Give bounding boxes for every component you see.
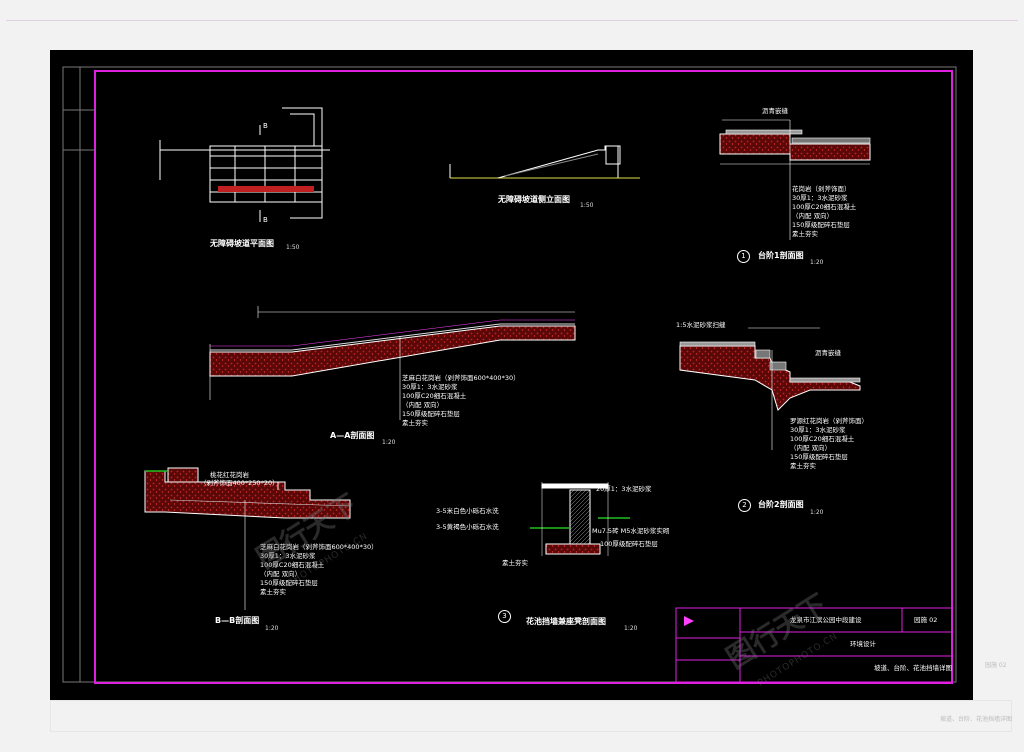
- step1-note-3: 100厚C20细石混凝土: [792, 203, 857, 211]
- planter-left-label-1: 3-5米白色小砾石水洗: [436, 507, 499, 515]
- sectiona-note-5: 150厚级配碎石垫层: [402, 410, 460, 418]
- step2-note-5: 150厚级配碎石垫层: [790, 453, 848, 461]
- step1-number: 1: [737, 250, 750, 263]
- sectionb-note-4: （内配 双向）: [260, 570, 302, 578]
- step2-note-4: （内配 双向）: [790, 444, 832, 452]
- plan-section-mark-top: B: [263, 122, 268, 130]
- section-bb-drawing: [144, 467, 351, 610]
- step1-note-6: 素土夯实: [792, 230, 818, 238]
- step1-note-1: 花岗岩（剁斧饰面）: [792, 185, 851, 193]
- sectiona-note-6: 素土夯实: [402, 419, 428, 427]
- planter-section-drawing: [530, 482, 630, 556]
- planter-title: 花池挡墙兼座凳剖面图: [526, 617, 606, 626]
- titleblock-content: 坡道、台阶、花池挡墙详图: [874, 664, 952, 672]
- plan-scale: 1:50: [286, 244, 300, 251]
- step1-note-2: 30厚1：3水泥砂浆: [792, 194, 848, 202]
- sectiona-title: A—A剖面图: [330, 431, 375, 440]
- sectionb-top-label-1: 桃花红花岗岩: [210, 471, 249, 479]
- ghost-drawing-content: 坡道、台阶、花池挡墙详图: [940, 716, 1013, 723]
- sectionb-note-1: 芝麻白花岗岩（剁斧饰面600*400*30）: [260, 543, 378, 551]
- plan-section-mark-bottom: B: [263, 216, 268, 224]
- title-block: [675, 607, 953, 683]
- titleblock-drawing-no: 园施 02: [914, 616, 938, 624]
- ghost-drawing-code: 园施 02: [985, 662, 1007, 669]
- sectiona-scale: 1:20: [382, 439, 396, 446]
- ramp-elevation-drawing: [449, 145, 640, 179]
- plan-title: 无障碍坡道平面图: [210, 239, 274, 248]
- step2-mid-label: 沥青嵌缝: [815, 349, 841, 357]
- sectionb-top-label-2: （剁斧饰面400*250*20）: [200, 479, 279, 487]
- binding-strip-cells: [63, 109, 95, 151]
- cad-drawing-sheet: B B: [50, 50, 973, 700]
- step2-note-6: 素土夯实: [790, 462, 816, 470]
- step2-note-2: 30厚1：3水泥砂浆: [790, 426, 846, 434]
- planter-soil-label: 素土夯实: [502, 559, 528, 567]
- step2-scale: 1:20: [810, 509, 824, 516]
- step1-note-5: 150厚级配碎石垫层: [792, 221, 850, 229]
- planter-left-label-2: 3-5黄褐色小砾石水洗: [436, 523, 499, 531]
- step1-title: 台阶1剖面图: [758, 251, 804, 260]
- sectionb-note-6: 素土夯实: [260, 588, 286, 596]
- step2-note-3: 100厚C20细石混凝土: [790, 435, 855, 443]
- step1-scale: 1:20: [810, 259, 824, 266]
- titleblock-design: 环境设计: [850, 640, 876, 648]
- elevation-title: 无障碍坡道侧立面图: [498, 195, 570, 204]
- sectiona-note-1: 芝麻白花岗岩（剁斧饰面600*400*30）: [402, 374, 520, 382]
- sectionb-scale: 1:20: [265, 625, 279, 632]
- planter-top-label: 20厚1：3水泥砂浆: [596, 485, 652, 493]
- step2-section-drawing: [679, 327, 861, 450]
- title-block-logo-icon: [684, 616, 694, 626]
- step2-note-1: 罗源红花岗岩（剁斧饰面）: [790, 417, 868, 425]
- cad-drawing-canvas: B B: [62, 66, 957, 684]
- sectiona-note-2: 30厚1：3水泥砂浆: [402, 383, 458, 391]
- background-frame-inner: [50, 700, 1012, 732]
- step1-top-label: 沥青嵌缝: [762, 107, 788, 115]
- sheet-magenta-border: [94, 70, 953, 684]
- step2-title: 台阶2剖面图: [758, 500, 804, 509]
- titleblock-project: 龙泉市江滨公园中段建设: [790, 616, 862, 624]
- sectionb-note-3: 100厚C20细石混凝土: [260, 561, 325, 569]
- step1-section-drawing: [719, 119, 871, 240]
- background-frame-outer: [6, 20, 1018, 22]
- planter-number: 3: [498, 610, 511, 623]
- sectiona-note-3: 100厚C20细石混凝土: [402, 392, 467, 400]
- ramp-plan-drawing: [159, 107, 330, 222]
- section-aa-drawing: [209, 306, 576, 420]
- planter-bed-label: 100厚级配碎石垫层: [600, 540, 658, 548]
- step2-number: 2: [738, 499, 751, 512]
- sectionb-note-5: 150厚级配碎石垫层: [260, 579, 318, 587]
- step2-top-label: 1:5水泥砂浆扫缝: [676, 321, 726, 329]
- planter-scale: 1:20: [624, 625, 638, 632]
- sectionb-note-2: 30厚1：3水泥砂浆: [260, 552, 316, 560]
- step1-note-4: （内配 双向）: [792, 212, 834, 220]
- sectionb-title: B—B剖面图: [215, 616, 260, 625]
- planter-right-label: Mu7.5砖 M5水泥砂浆实砌: [592, 527, 670, 535]
- sectiona-note-4: （内配 双向）: [402, 401, 444, 409]
- elevation-scale: 1:50: [580, 202, 594, 209]
